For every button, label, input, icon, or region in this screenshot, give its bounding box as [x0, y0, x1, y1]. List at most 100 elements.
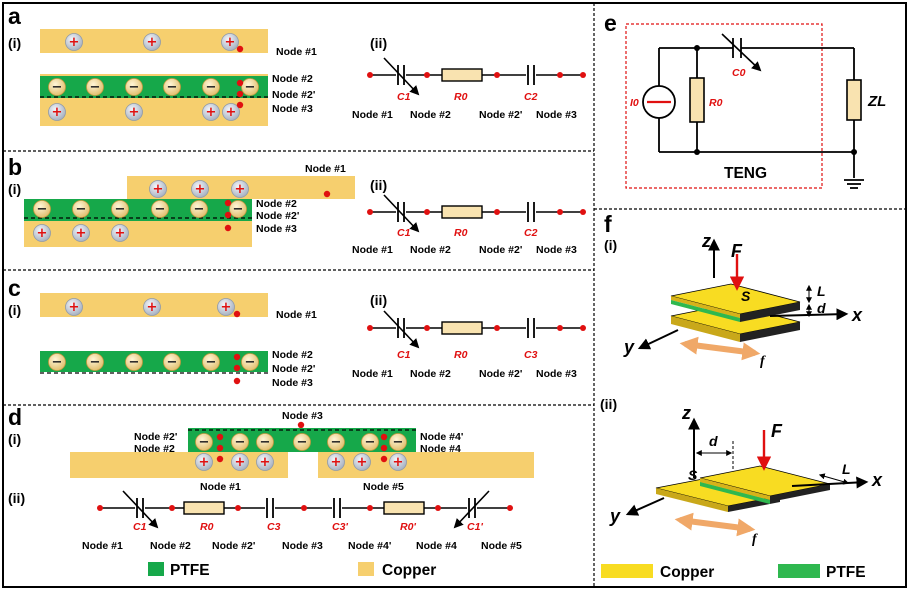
label-C3: C3 [524, 349, 538, 361]
negative-charge: − [293, 433, 311, 451]
node-dot [580, 209, 586, 215]
area-label: S [741, 288, 751, 304]
svg-text:−: − [90, 355, 101, 370]
node-dot [494, 325, 500, 331]
negative-charge: − [125, 353, 143, 371]
thickness-label: L [842, 461, 851, 477]
sub-label-a-i: (i) [8, 35, 21, 51]
panel-a: a (i) +++ Node #1 −−−−−− ++++ Node #2 No… [8, 3, 586, 126]
negative-charge: − [202, 78, 220, 96]
svg-text:+: + [260, 455, 271, 470]
panel-b: b (i) +++ Node #1 −−−−−− +++ Node #2 Nod… [8, 154, 586, 256]
resistor [441, 68, 483, 82]
positive-charge: + [65, 298, 83, 316]
svg-text:+: + [357, 455, 368, 470]
svg-text:+: + [147, 300, 158, 315]
node-dot [580, 325, 586, 331]
label-node-1: Node #1 [276, 309, 317, 321]
svg-text:+: + [69, 35, 80, 50]
legend-swatch-ptfe [778, 564, 820, 578]
label-node-3: Node #3 [256, 223, 297, 235]
resistor [441, 321, 483, 335]
node-dot [301, 505, 307, 511]
svg-text:−: − [129, 355, 140, 370]
label-R0: R0 [454, 227, 468, 239]
variable-arrow [383, 57, 420, 96]
negative-charge: − [327, 433, 345, 451]
ptfe-layer [40, 351, 268, 372]
dimension-L [818, 473, 850, 485]
positive-charge: + [389, 453, 407, 471]
sub-label-b-ii: (ii) [370, 177, 387, 193]
label-node-3: Node #3 [272, 377, 313, 389]
negative-charge: − [256, 433, 274, 451]
node-dot [235, 505, 241, 511]
positive-charge: + [195, 453, 213, 471]
sub-label-c-ii: (ii) [370, 292, 387, 308]
variable-arrow [122, 490, 159, 529]
gap-label: d [817, 300, 826, 316]
svg-text:+: + [76, 226, 87, 241]
negative-charge: − [151, 200, 169, 218]
svg-text:−: − [365, 435, 376, 450]
svg-text:+: + [206, 105, 217, 120]
label-node-2: Node #2 [410, 368, 451, 380]
negative-charge: − [361, 433, 379, 451]
svg-text:−: − [199, 435, 210, 450]
svg-text:−: − [206, 80, 217, 95]
panel-f: f (i) z F S L d x y f (ii) [600, 211, 883, 581]
axis-label-x: x [851, 305, 863, 325]
negative-charge: − [72, 200, 90, 218]
label-C1: C1 [397, 349, 411, 361]
label-C1: C1 [133, 521, 147, 533]
label-C3p: C3' [332, 521, 348, 533]
node-dot [236, 101, 244, 109]
node-dot [236, 79, 244, 87]
node-dot [380, 433, 388, 441]
positive-charge: + [222, 103, 240, 121]
sub-label-d-i: (i) [8, 431, 21, 447]
node-dot [494, 209, 500, 215]
legend-label-copper: Copper [382, 562, 436, 579]
svg-text:−: − [155, 202, 166, 217]
node-dot [557, 72, 563, 78]
legend-swatch-ptfe [148, 562, 164, 576]
negative-charge: − [231, 433, 249, 451]
panel-label-c: c [8, 275, 21, 301]
positive-charge: + [65, 33, 83, 51]
variable-arrow [383, 310, 420, 349]
negative-charge: − [190, 200, 208, 218]
negative-charge: − [86, 353, 104, 371]
svg-text:−: − [194, 202, 205, 217]
positive-charge: + [353, 453, 371, 471]
teng-wires [658, 38, 864, 189]
label-node-2: Node #2 [134, 443, 175, 455]
label-R0: R0 [200, 521, 214, 533]
label-node-3: Node #3 [282, 540, 323, 552]
svg-text:−: − [297, 435, 308, 450]
label-node-1: Node #1 [352, 244, 393, 256]
variable-arrow [453, 490, 490, 529]
node-dot [367, 505, 373, 511]
label-node-1: Node #1 [352, 368, 393, 380]
positive-charge: + [125, 103, 143, 121]
svg-text:+: + [153, 182, 164, 197]
label-node-5: Node #5 [363, 481, 404, 493]
label-C1p: C1' [467, 521, 483, 533]
variable-arrow [383, 194, 420, 233]
svg-text:+: + [393, 455, 404, 470]
positive-charge: + [149, 180, 167, 198]
label-node-4: Node #4 [420, 443, 461, 455]
panel-d: d (i) Node #3 −−−−−−− ++++++ Node #2' No… [8, 404, 534, 579]
label-node-5: Node #5 [481, 540, 522, 552]
frequency-label: f [752, 532, 758, 547]
frequency-label: f [760, 354, 766, 369]
svg-text:−: − [37, 202, 48, 217]
label-node-3: Node #3 [282, 410, 323, 422]
node-dot [424, 209, 430, 215]
svg-text:−: − [235, 435, 246, 450]
positive-charge: + [191, 180, 209, 198]
node-dot [557, 325, 563, 331]
sub-label-a-ii: (ii) [370, 35, 387, 51]
